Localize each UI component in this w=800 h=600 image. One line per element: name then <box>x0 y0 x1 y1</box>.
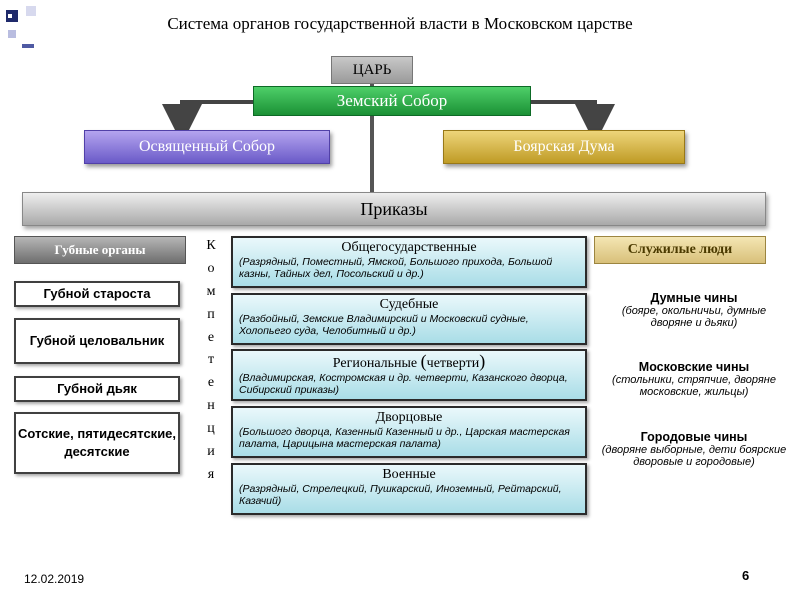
open-paren: ( <box>420 351 427 371</box>
prikaz-group-box: Судебные (Разбойный, Земские Владимирски… <box>231 293 587 345</box>
vertical-letter: е <box>207 375 215 391</box>
vertical-letter: п <box>207 306 215 322</box>
prikaz-group-box: Региональные (четверти) (Владимирская, К… <box>231 349 587 401</box>
vertical-letter: о <box>207 260 215 276</box>
osv-sobor-box: Освященный Собор <box>84 130 330 164</box>
kompetenciya-vertical-label: К о м п е т е н ц и я <box>200 238 222 483</box>
prikaz-group-name-part: четверти <box>426 356 480 371</box>
prikaz-group-desc: (Большого дворца, Казенный Казенный и др… <box>239 426 570 450</box>
sluzhilye-group-desc: (стольники, стряпчие, дворяне московские… <box>612 374 776 398</box>
vertical-letter: К <box>206 238 216 253</box>
prikaz-group-name-part: Региональные <box>332 356 421 371</box>
prikaz-group-desc: (Разбойный, Земские Владимирский и Моско… <box>239 313 529 337</box>
close-paren: ) <box>479 351 486 371</box>
sluzhilye-group: Городовые чины (дворяне выборные, дети б… <box>600 430 788 468</box>
sluzhilye-group-desc: (бояре, окольничьи, думные дворяне и дья… <box>621 305 767 329</box>
gubnoy-dyak-box: Губной дьяк <box>14 376 180 402</box>
page-number: 6 <box>742 568 750 583</box>
sluzhilye-group: Московские чины (стольники, стряпчие, дв… <box>600 360 788 398</box>
vertical-letter: т <box>207 352 215 368</box>
gubnoy-starosta-box: Губной староста <box>14 281 180 307</box>
prikaz-group-box: Общегосударственные (Разрядный, Поместны… <box>231 236 587 288</box>
prikaz-group-name: Региональные (четверти) <box>239 351 579 372</box>
prikazy-bar: Приказы <box>22 192 766 226</box>
sluzhilye-header: Служилые люди <box>594 236 766 264</box>
vertical-letter: и <box>207 444 215 460</box>
boyar-duma-box: Боярская Дума <box>443 130 685 164</box>
prikaz-group-desc: (Владимирская, Костромская и др. четверт… <box>239 372 568 396</box>
vertical-letter: я <box>207 466 215 482</box>
sluzhilye-group-name: Московские чины <box>638 360 750 374</box>
prikaz-group-name: Общегосударственные <box>341 240 477 255</box>
prikaz-group-name: Дворцовые <box>375 410 443 425</box>
vertical-letter: н <box>207 398 215 414</box>
corner-decoration <box>8 14 12 18</box>
sluzhilye-group: Думные чины (бояре, окольничьи, думные д… <box>600 291 788 329</box>
prikaz-group-desc: (Разрядный, Поместный, Ямской, Большого … <box>239 256 553 280</box>
prikaz-group-name: Судебные <box>379 297 439 312</box>
prikaz-group-box: Дворцовые (Большого дворца, Казенный Каз… <box>231 406 587 458</box>
vertical-letter: ц <box>207 421 215 437</box>
sluzhilye-group-name: Думные чины <box>650 291 738 305</box>
sluzhilye-group-desc: (дворяне выборные, дети боярские дворовы… <box>601 444 787 468</box>
corner-decoration <box>26 6 36 16</box>
prikaz-group-box: Военные (Разрядный, Стрелецкий, Пушкарск… <box>231 463 587 515</box>
tsar-box: ЦАРЬ <box>331 56 413 84</box>
prikaz-group-desc: (Разрядный, Стрелецкий, Пушкарский, Иноз… <box>239 483 562 507</box>
corner-decoration <box>8 30 16 38</box>
vertical-letter: е <box>207 329 215 345</box>
sotskie-box: Сотские, пятидесятские, десятские <box>14 412 180 474</box>
corner-decoration <box>22 44 34 48</box>
prikaz-group-name: Военные <box>382 467 436 482</box>
zemsky-sobor-box: Земский Собор <box>253 86 531 116</box>
corner-decoration <box>6 10 18 22</box>
sluzhilye-group-name: Городовые чины <box>640 430 748 444</box>
vertical-letter: м <box>206 283 216 299</box>
page-title: Система органов государственной власти в… <box>167 14 633 33</box>
gubnoy-celovalnik-box: Губной целовальник <box>14 318 180 364</box>
footer-date: 12.02.2019 <box>24 572 85 586</box>
gubnye-header: Губные органы <box>14 236 186 264</box>
